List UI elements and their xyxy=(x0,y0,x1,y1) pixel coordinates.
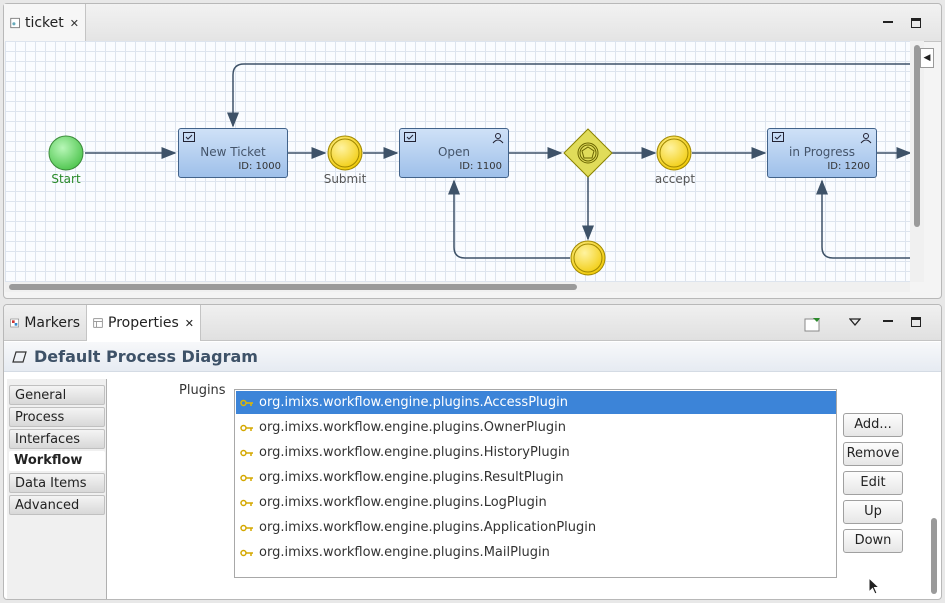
task-in-progress[interactable]: in Progress ID: 1200 xyxy=(767,128,877,178)
key-icon xyxy=(240,524,253,531)
user-group-icon xyxy=(492,133,504,144)
task-id: ID: 1200 xyxy=(827,161,870,172)
scroll-thumb[interactable] xyxy=(9,284,577,290)
event-gateway xyxy=(563,128,613,178)
plugins-list[interactable]: org.imixs.workflow.engine.plugins.Access… xyxy=(234,389,837,578)
plugin-row[interactable]: org.imixs.workflow.engine.plugins.Result… xyxy=(236,466,836,489)
key-icon xyxy=(240,424,253,431)
key-icon xyxy=(240,449,253,456)
properties-sidebar: General Process Interfaces Workflow Data… xyxy=(7,379,107,599)
flow-line xyxy=(227,63,910,128)
sidebar-item-interfaces[interactable]: Interfaces xyxy=(9,429,105,449)
add-plugin-button[interactable]: Add... xyxy=(843,413,903,437)
task-check-icon xyxy=(772,132,784,142)
editor-tab-bar: ticket ✕ xyxy=(4,4,941,42)
task-check-icon xyxy=(404,132,416,142)
plugins-label: Plugins xyxy=(179,383,226,398)
tab-label: ticket xyxy=(24,15,64,31)
event-submit xyxy=(327,135,363,171)
plugin-label: org.imixs.workflow.engine.plugins.Applic… xyxy=(259,520,597,535)
minimize-icon[interactable] xyxy=(881,16,895,30)
view-menu-icon[interactable] xyxy=(849,317,861,327)
plugin-row[interactable]: org.imixs.workflow.engine.plugins.LogPlu… xyxy=(236,491,836,514)
plugin-label: org.imixs.workflow.engine.plugins.Result… xyxy=(259,470,564,485)
palette-collapse-icon[interactable]: ◀ xyxy=(920,48,934,68)
event-unnamed xyxy=(570,240,606,276)
task-id: ID: 1100 xyxy=(459,161,502,172)
plugin-row[interactable]: org.imixs.workflow.engine.plugins.Access… xyxy=(236,391,836,414)
sidebar-item-advanced[interactable]: Advanced xyxy=(9,495,105,515)
properties-icon xyxy=(93,318,103,328)
diagram-icon xyxy=(12,350,27,363)
start-event xyxy=(48,135,84,171)
sidebar-item-general[interactable]: General xyxy=(9,385,105,405)
properties-tab-bar: Markers Properties ✕ xyxy=(4,305,941,341)
close-tab-icon[interactable]: ✕ xyxy=(69,16,79,30)
sidebar-item-data-items[interactable]: Data Items xyxy=(9,473,105,493)
task-label: New Ticket xyxy=(200,145,266,159)
key-icon xyxy=(240,474,253,481)
tab-label: Markers xyxy=(24,315,80,331)
plugin-label: org.imixs.workflow.engine.plugins.Histor… xyxy=(259,445,570,460)
plugin-label: org.imixs.workflow.engine.plugins.Access… xyxy=(259,395,568,410)
diagram-file-icon xyxy=(10,17,20,29)
plugin-label: org.imixs.workflow.engine.plugins.MailPl… xyxy=(259,545,550,560)
markers-icon xyxy=(10,318,19,328)
tab-markers[interactable]: Markers xyxy=(4,305,86,341)
remove-plugin-button[interactable]: Remove xyxy=(843,442,903,466)
flow-line xyxy=(448,179,570,259)
pin-view-icon[interactable] xyxy=(804,316,822,332)
task-open[interactable]: Open ID: 1100 xyxy=(399,128,509,178)
edit-plugin-button[interactable]: Edit xyxy=(843,471,903,495)
plugin-row[interactable]: org.imixs.workflow.engine.plugins.Histor… xyxy=(236,441,836,464)
plugin-row[interactable]: org.imixs.workflow.engine.plugins.MailPl… xyxy=(236,541,836,564)
tab-properties[interactable]: Properties ✕ xyxy=(86,305,201,341)
scroll-thumb[interactable] xyxy=(914,45,920,227)
task-label: in Progress xyxy=(789,145,855,159)
start-event-label: Start xyxy=(51,172,81,186)
sidebar-item-process[interactable]: Process xyxy=(9,407,105,427)
move-down-button[interactable]: Down xyxy=(843,529,903,553)
task-label: Open xyxy=(437,145,471,159)
plugin-label: org.imixs.workflow.engine.plugins.OwnerP… xyxy=(259,420,566,435)
plugin-label: org.imixs.workflow.engine.plugins.LogPlu… xyxy=(259,495,547,510)
tab-ticket[interactable]: ticket ✕ xyxy=(4,4,86,42)
move-up-button[interactable]: Up xyxy=(843,500,903,524)
flow-line xyxy=(816,179,910,259)
user-group-icon xyxy=(860,133,872,144)
diagram-svg xyxy=(48,63,910,276)
task-check-icon xyxy=(183,132,195,142)
task-new-ticket[interactable]: New Ticket ID: 1000 xyxy=(178,128,288,178)
maximize-icon[interactable] xyxy=(909,315,923,329)
minimize-icon[interactable] xyxy=(881,315,895,329)
event-label-accept: accept xyxy=(654,172,696,186)
key-icon xyxy=(240,499,253,506)
key-icon xyxy=(240,549,253,556)
mouse-cursor-icon xyxy=(868,577,880,595)
diagram-horizontal-scrollbar[interactable] xyxy=(5,282,910,292)
properties-title: Default Process Diagram xyxy=(34,347,258,366)
properties-vertical-scrollbar[interactable] xyxy=(928,375,940,597)
diagram-vertical-scrollbar[interactable] xyxy=(910,41,924,282)
key-icon xyxy=(240,399,253,406)
scroll-thumb[interactable] xyxy=(931,518,937,594)
maximize-icon[interactable] xyxy=(909,16,923,30)
plugin-row[interactable]: org.imixs.workflow.engine.plugins.OwnerP… xyxy=(236,416,836,439)
close-tab-icon[interactable]: ✕ xyxy=(184,316,194,330)
diagram-canvas[interactable]: New Ticket ID: 1000 Open ID: 1100 in Pro… xyxy=(5,41,910,282)
properties-view: Markers Properties ✕ Default Process Dia… xyxy=(3,304,942,600)
sidebar-item-workflow[interactable]: Workflow xyxy=(9,451,105,471)
tab-label: Properties xyxy=(108,315,179,331)
task-id: ID: 1000 xyxy=(238,161,281,172)
plugin-row[interactable]: org.imixs.workflow.engine.plugins.Applic… xyxy=(236,516,836,539)
properties-header: Default Process Diagram xyxy=(4,342,941,372)
event-label-submit: Submit xyxy=(323,172,367,186)
event-accept xyxy=(656,135,692,171)
